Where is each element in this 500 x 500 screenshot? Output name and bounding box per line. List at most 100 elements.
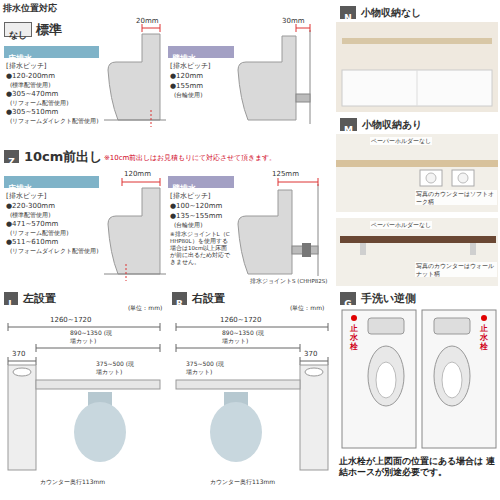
photo-ground [336, 22, 498, 112]
toilet-body [238, 190, 292, 274]
dimension-line [8, 323, 160, 365]
annotation: ●305~510mm [6, 108, 58, 117]
option-heading: 小物収納なし [361, 7, 421, 19]
annotation: ペーパーホルダーなし [370, 137, 432, 145]
toilet-bowl [434, 346, 470, 406]
annotation: [排水ピッチ] [170, 62, 210, 71]
cabinet [342, 70, 492, 106]
option-heading: 10cm前出し [24, 149, 102, 165]
stop-valve [481, 315, 487, 321]
annotation: ●471~570mm [6, 220, 58, 229]
annotation: 30mm [282, 17, 305, 26]
dimension-line [122, 178, 160, 186]
sink [13, 368, 31, 376]
wall-line [310, 30, 311, 124]
annotation: (単位：mm) [290, 304, 324, 312]
annotation: 370 [12, 350, 25, 359]
wall-drain-toilet [238, 178, 318, 276]
left-layout-plan [8, 323, 160, 470]
drain-band: 壁排水 [168, 46, 234, 58]
annotation: (台輪使用) [174, 221, 203, 229]
bracket [360, 243, 366, 255]
annotation: 375~500 (現場カット) [186, 360, 226, 375]
stop-valve [351, 315, 357, 321]
drain-pipe [296, 94, 310, 102]
annotation: ※排水ジョイントL（CHHP80L）を使用する場合は10cm以上床面が前に出るた… [170, 231, 232, 265]
annotation: 排水ジョイントS (CHHP82S) [250, 278, 330, 285]
paper-roll [458, 173, 468, 183]
toilet-bowl [74, 402, 126, 462]
dimension-line [142, 24, 160, 32]
annotation: カウンター奥行113mm [40, 478, 105, 486]
annotation: ●135~155mm [170, 212, 222, 221]
annotation: 120mm [124, 170, 151, 179]
annotation: (リフォーム配管使用) [10, 229, 69, 237]
badge-letter: Z [4, 156, 19, 169]
valve-label: 止水栓 [480, 325, 488, 351]
option-heading: 標準 [36, 22, 62, 38]
annotation: 890~1350 (現場カット) [70, 329, 114, 344]
drain-mark [126, 264, 127, 281]
annotation: [排水ピッチ] [6, 192, 46, 201]
annotation: ●305~470mm [6, 90, 58, 99]
annotation: ●100~120mm [170, 202, 222, 211]
counter [340, 236, 496, 243]
option-heading: 右設置 [192, 292, 225, 305]
annotation: 375~500 (現場カット) [96, 360, 136, 375]
drain-band: 床排水 [4, 176, 99, 188]
hand-wash-cabinet [300, 365, 328, 470]
toilet-body [238, 36, 296, 120]
counter [336, 160, 498, 167]
annotation: 1260~1720 [220, 316, 262, 325]
reverse-side-plans [342, 310, 496, 448]
annotation: ●511~610mm [6, 238, 58, 247]
right-layout-plan [176, 323, 328, 470]
bracket [470, 243, 476, 255]
title: 排水位置対応 [3, 3, 57, 14]
annotation: [排水ピッチ] [170, 192, 210, 201]
toilet-seat [442, 362, 462, 398]
toilet-seat [376, 362, 396, 398]
toilet-bowl [368, 346, 404, 406]
counter [176, 380, 300, 389]
room-plan [342, 310, 416, 448]
badge-letter: N [340, 12, 356, 25]
annotation: 写真のカウンターはウォールナット柄 [415, 262, 497, 277]
dimension-line [176, 323, 328, 365]
badge-letter: M [340, 124, 357, 137]
photo-ground [336, 218, 498, 286]
annotation: (標準配管使用) [10, 81, 51, 89]
annotation: 止水栓が上図面の位置にある場合は 連結ホースが別途必要です。 [339, 456, 497, 479]
photo-storage-oak [336, 134, 498, 212]
option-badge: L左設置 [4, 292, 18, 305]
annotation: ※10cm前出しはお見積もりにて対応させて頂きます。 [104, 154, 276, 163]
hand-wash-cabinet [8, 365, 36, 470]
drain-mark [151, 110, 152, 127]
toilet-bowl [210, 402, 262, 462]
badge-letter: なし [5, 29, 31, 42]
option-badge: N小物収納なし [340, 6, 356, 19]
toilet-body [108, 34, 160, 120]
annotation: 写真のカウンターはソフトオーク柄 [415, 190, 497, 205]
badge-letter: R [172, 298, 187, 311]
drain-band: 壁排水 [168, 176, 234, 188]
valve-label: 止水栓 [350, 325, 358, 351]
option-badge: Z10cm前出し [4, 150, 19, 163]
option-badge: なし標準 [4, 22, 32, 37]
floor-line [104, 274, 166, 275]
sink [305, 368, 323, 376]
toilet-body [108, 188, 160, 274]
badge-letter: G [340, 298, 356, 311]
counter [342, 38, 492, 44]
annotation: (リフォームダイレクト配管使用) [10, 117, 99, 125]
annotation: 20mm [136, 17, 159, 26]
toilet-tank [368, 318, 404, 334]
paper-holder [420, 170, 442, 186]
annotation: (標準配管使用) [10, 211, 51, 219]
badge-letter: L [4, 298, 18, 311]
annotation: 370 [304, 350, 317, 359]
option-heading: 左設置 [23, 292, 56, 305]
floor-drain-toilet [104, 178, 166, 281]
option-badge: R右設置 [172, 292, 187, 305]
